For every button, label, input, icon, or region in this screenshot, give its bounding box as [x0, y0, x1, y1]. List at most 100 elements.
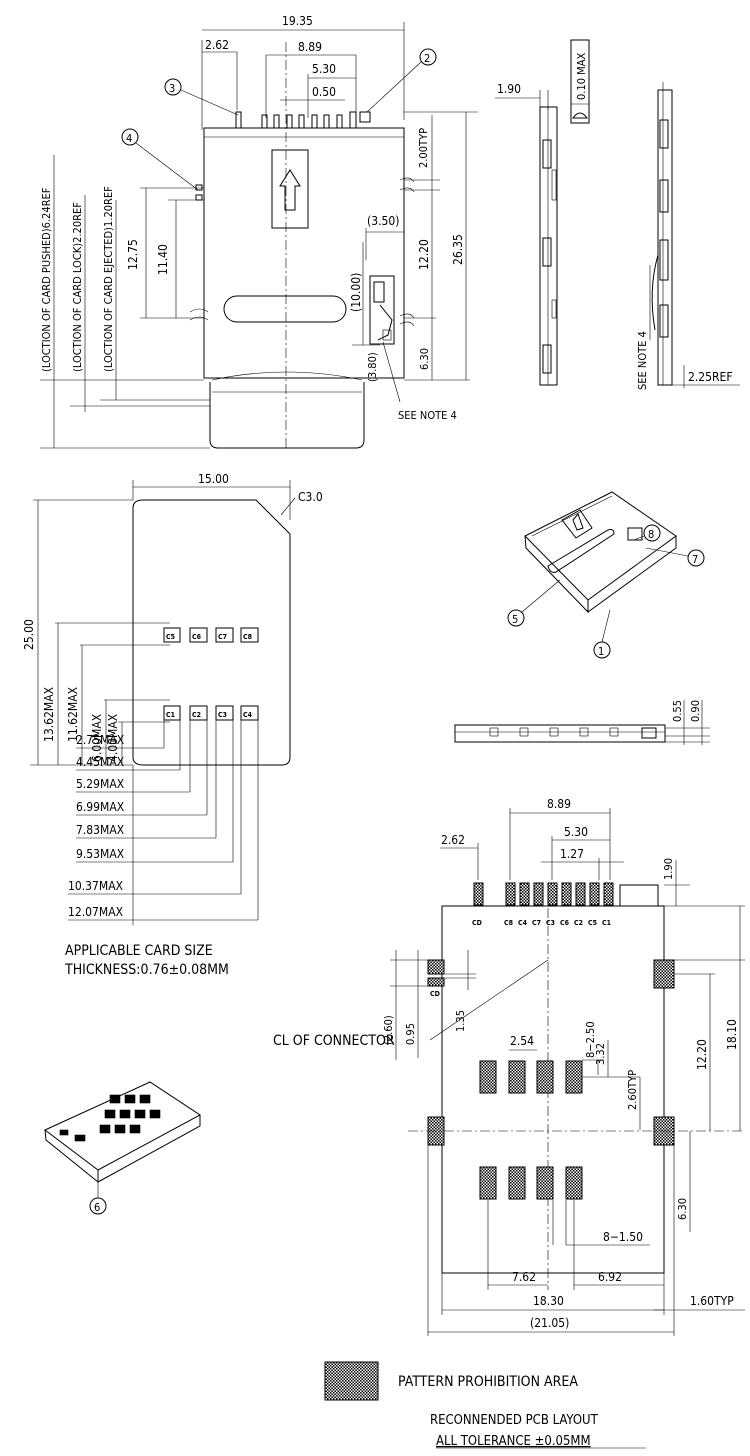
card-h-dim-0: 2.75MAX [76, 733, 125, 747]
callout-7: 7 [692, 553, 698, 566]
card-h-dim-3: 6.99MAX [76, 800, 125, 814]
pcb-dim-8250: 8−2.50 [584, 1021, 597, 1058]
dim-pin-span: 8.89 [298, 40, 322, 54]
pcb-dim-889: 8.89 [547, 797, 571, 811]
top-view: 19.35 2.62 8.89 5.30 0.50 3 2 [40, 14, 478, 449]
pcb-contact-pads [479, 1060, 583, 1200]
dim-overall-width: 19.35 [282, 14, 313, 28]
pcb-dim-1220: 12.20 [695, 1039, 709, 1070]
side-body [539, 106, 558, 386]
front-dim-090: 0.90 [689, 700, 702, 722]
card-h-dim-6: 10.37MAX [68, 879, 124, 893]
pcb-dim-1810: 18.10 [725, 1019, 739, 1050]
callout-4: 4 [126, 132, 132, 145]
pcb-dim-2105: (21.05) [530, 1316, 569, 1330]
isometric-connector: 8 7 5 1 [507, 491, 705, 659]
card-v-dim-2: 6.00MAX [90, 713, 104, 762]
pcb-pin-c1: C1 [602, 919, 611, 927]
legend-note-1: RECONNENDED PCB LAYOUT [430, 1413, 599, 1428]
side-ref: 2.25REF [688, 370, 733, 384]
side-dim-190: 1.90 [497, 82, 521, 96]
pcb-dim-1830: 18.30 [533, 1294, 564, 1308]
pcb-pin-c2: C2 [574, 919, 583, 927]
contact-c2: C2 [192, 711, 201, 719]
card-chamfer: C3.0 [298, 490, 323, 504]
dim-350: (3.50) [367, 214, 399, 228]
dim-2typ: 2.00TYP [417, 128, 430, 168]
contact-c8: C8 [243, 633, 252, 641]
pcb-pin-c8: C8 [504, 919, 513, 927]
card-v-dim-0: 13.62MAX [42, 686, 56, 742]
pcb-cl-label: CL OF CONNECTOR [273, 1033, 395, 1049]
top-pins [235, 111, 371, 129]
flatness-label: 0.10 MAX [575, 53, 588, 100]
pcb-pin-pads [473, 882, 659, 907]
card-caption-2: THICKNESS:0.76±0.08MM [64, 962, 229, 978]
front-dim-055: 0.55 [671, 700, 684, 722]
pcb-dim-262: 2.62 [441, 833, 465, 847]
card-h-dim-5: 9.53MAX [76, 847, 125, 861]
card-v-dim-1: 11.62MAX [66, 686, 80, 742]
pcb-dim-332: 3.32 [594, 1043, 607, 1065]
dim-1220: 12.20 [417, 239, 431, 270]
pcb-dim-260: (2.60) [382, 1015, 395, 1045]
pcb-dim-095: 0.95 [404, 1023, 417, 1045]
ref-pushed: (LOCTION OF CARD PUSHED)6.24REF [40, 187, 53, 372]
card-h-dim-7: 12.07MAX [68, 905, 124, 919]
legend-note-2: ALL TOLERANCE ±0.05MM [436, 1434, 591, 1449]
pcb-pin-c4: C4 [518, 919, 528, 927]
pcb-dim-254: 2.54 [510, 1034, 534, 1048]
pcb-dim-135: 1.35 [454, 1010, 467, 1032]
connector-body-top [203, 127, 405, 379]
card-protrusion [209, 382, 365, 449]
pcb-dim-160typ: 1.60TYP [690, 1294, 734, 1308]
legend-swatch [324, 1361, 379, 1401]
callout-8: 8 [648, 528, 654, 541]
contact-c3: C3 [218, 711, 227, 719]
pcb-pin-c5: C5 [588, 919, 597, 927]
side-view: 1.90 0.10 MAX 2.25REF SEE NOTE 4 [495, 39, 740, 390]
pcb-dim-127: 1.27 [560, 847, 584, 861]
pcb-dim-260typ: 2.60TYP [626, 1070, 639, 1110]
pcb-pin-cd: CD [472, 919, 482, 927]
contact-c4: C4 [243, 711, 253, 719]
contact-c6: C6 [192, 633, 202, 641]
dim-span-530: 5.30 [312, 62, 336, 76]
isometric-bottom: 6 [44, 1081, 201, 1215]
ref-ejected: (LOCTION OF CARD EJECTED)1.20REF [102, 186, 115, 372]
contact-c1: C1 [166, 711, 175, 719]
ref-lock: (LOCTION OF CARD LOCK)2.20REF [71, 202, 84, 372]
callout-1: 1 [598, 645, 604, 658]
pcb-dim-762: 7.62 [512, 1270, 536, 1284]
callout-5: 5 [512, 613, 518, 626]
dim-1275: 12.75 [126, 239, 140, 270]
legend: PATTERN PROHIBITION AREA RECONNENDED PCB… [324, 1361, 646, 1449]
pcb-pin-c3: C3 [546, 919, 555, 927]
pcb-cd2: CD [430, 990, 440, 998]
pcb-dim-630: 6.30 [676, 1198, 689, 1220]
card-slot-window [223, 295, 347, 323]
pcb-layout: 8.89 2.62 5.30 1.27 1.90 CD C8 C4 C7 C [273, 797, 745, 1336]
pcb-dim-190: 1.90 [662, 858, 675, 880]
pcb-dim-530: 5.30 [564, 825, 588, 839]
dim-span-050: 0.50 [312, 85, 336, 99]
card-v-dim-3: 4.00MAX [106, 713, 120, 762]
see-note-top: SEE NOTE 4 [398, 409, 457, 422]
callout-6: 6 [94, 1201, 100, 1214]
pcb-pin-c6: C6 [560, 919, 570, 927]
pcb-dim-8150: 8−1.50 [603, 1230, 643, 1244]
callout-3: 3 [169, 82, 175, 95]
dim-1140: 11.40 [156, 244, 170, 275]
card-h-dim-2: 5.29MAX [76, 777, 125, 791]
contact-c5: C5 [166, 633, 175, 641]
card-drawing: 15.00 C3.0 25.00 13.62MAX 11.62MAX 6.00M… [22, 472, 323, 978]
card-width: 15.00 [198, 472, 229, 486]
front-view: 0.55 0.90 [454, 700, 710, 745]
dim-2635: 26.35 [451, 234, 465, 265]
pcb-pin-c7: C7 [532, 919, 541, 927]
pcb-dim-692: 6.92 [598, 1270, 622, 1284]
pcb-outline [441, 905, 665, 1274]
dim-380: (3.80) [366, 352, 379, 382]
dim-left-offset: 2.62 [205, 38, 229, 52]
